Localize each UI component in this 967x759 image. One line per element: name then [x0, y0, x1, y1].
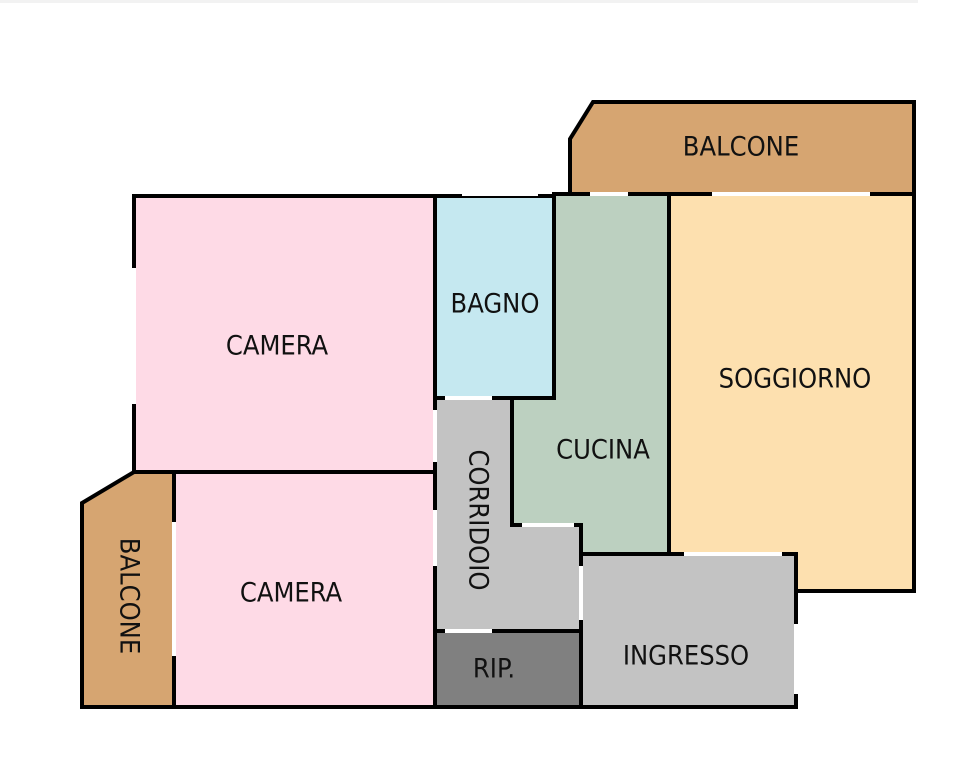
label-camera-top: CAMERA — [226, 331, 329, 362]
label-balcone-top: BALCONE — [683, 132, 799, 163]
room-ingresso[interactable] — [579, 552, 798, 709]
label-soggiorno: SOGGIORNO — [719, 364, 872, 395]
label-bagno: BAGNO — [451, 289, 540, 320]
top-rule — [0, 0, 918, 3]
label-ripostiglio: RIP. — [473, 654, 515, 685]
room-camera-bottom[interactable] — [172, 470, 437, 709]
label-balcone-left: BALCONE — [114, 538, 145, 654]
room-camera-top[interactable] — [132, 194, 437, 474]
openings — [132, 192, 870, 694]
label-cucina: CUCINA — [556, 435, 650, 466]
label-ingresso: INGRESSO — [623, 641, 749, 672]
label-camera-bottom: CAMERA — [240, 578, 343, 609]
room-balcone-left[interactable] — [80, 470, 176, 709]
room-ripostiglio[interactable] — [433, 629, 583, 709]
room-bagno[interactable] — [433, 194, 556, 400]
label-corridoio: CORRIDOIO — [463, 449, 494, 590]
